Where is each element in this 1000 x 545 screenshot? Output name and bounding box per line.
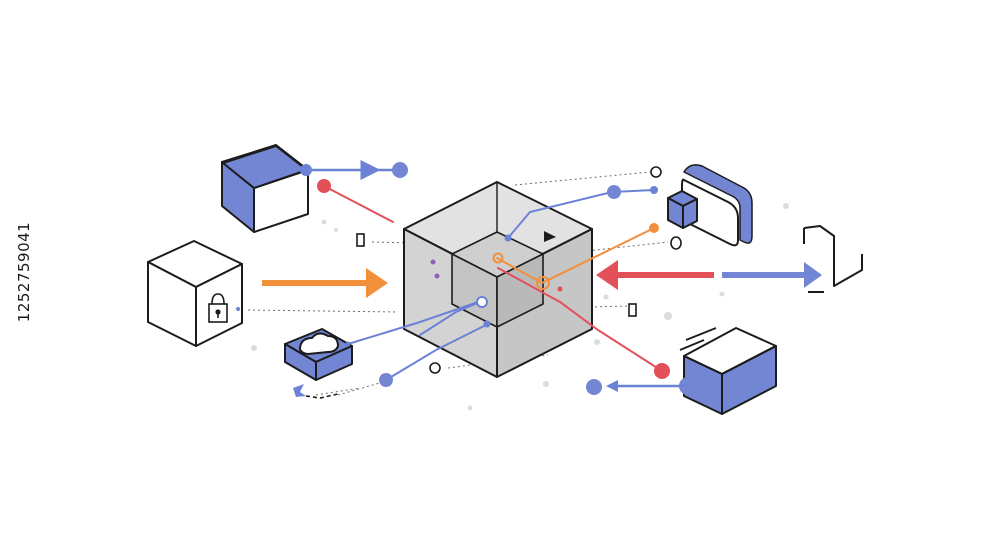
blue-node <box>392 162 408 178</box>
red-node <box>317 179 331 193</box>
blue-node <box>607 185 621 199</box>
blue-node <box>345 341 351 347</box>
small-ring-icon <box>429 362 441 374</box>
central-cube-icon <box>403 181 593 378</box>
cloud-block-icon <box>284 328 353 381</box>
red-arrow <box>596 260 714 290</box>
blue-dot <box>236 307 240 311</box>
small-cube-card-icon <box>667 164 753 247</box>
tray-block-icon <box>683 327 777 415</box>
padlock-cube-icon <box>147 240 243 347</box>
dashed-lead <box>305 393 339 399</box>
background-dots <box>251 203 789 411</box>
small-square-icon <box>628 303 637 317</box>
stock-id-watermark: 1252759041 <box>15 221 33 323</box>
small-bird-icon <box>293 384 306 397</box>
small-square-icon <box>356 233 365 247</box>
blue-node <box>650 186 658 194</box>
blue-node <box>300 164 312 176</box>
blue-arrow-right <box>722 262 822 288</box>
play-marker-icon <box>544 231 556 242</box>
small-ring-icon <box>670 236 682 250</box>
bracket-icon <box>803 225 863 293</box>
cube-nodes <box>430 223 659 328</box>
circuit-lines <box>323 185 663 381</box>
blue-node <box>379 373 393 387</box>
tray-lines <box>679 327 717 351</box>
blue-arrow-head <box>606 380 618 392</box>
red-node <box>654 363 670 379</box>
orange-arrow <box>262 268 388 298</box>
blue-node <box>586 379 602 395</box>
padlock-icon <box>208 293 228 323</box>
small-ring-icon <box>650 166 662 178</box>
